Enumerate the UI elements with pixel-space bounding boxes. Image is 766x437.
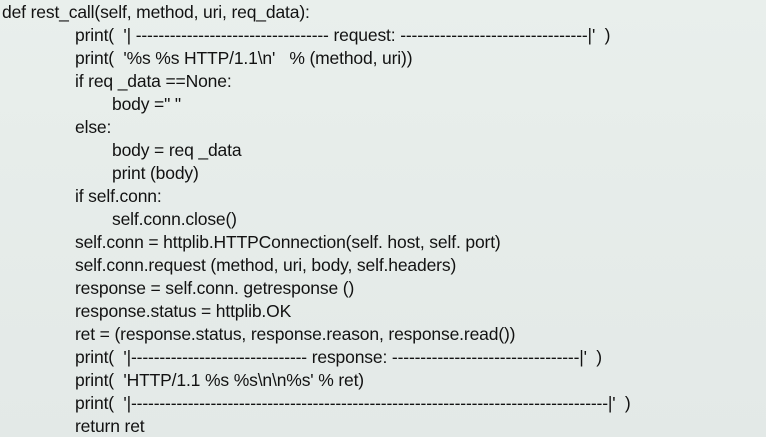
code-line-3: print( '%s %s HTTP/1.1\n' % (method, uri… — [75, 48, 413, 68]
code-line-8: print (body) — [112, 163, 199, 183]
code-line-1: def rest_call(self, method, uri, req_dat… — [2, 2, 310, 22]
code-line-17: print( 'HTTP/1.1 %s %s\n\n%s' % ret) — [75, 370, 364, 390]
code-line-9: if self.conn: — [75, 186, 162, 206]
code-line-16: print( '|-------------------------------… — [75, 347, 602, 367]
code-line-19: return ret — [75, 416, 145, 436]
code-line-7: body = req _data — [112, 140, 242, 160]
code-line-14: response.status = httplib.OK — [75, 301, 292, 321]
code-line-10: self.conn.close() — [112, 209, 237, 229]
code-line-2: print( '| ------------------------------… — [75, 25, 611, 45]
code-line-6: else: — [75, 117, 112, 137]
code-line-15: ret = (response.status, response.reason,… — [75, 324, 516, 344]
code-line-18: print( '|-------------------------------… — [75, 393, 631, 413]
code-line-11: self.conn = httplib.HTTPConnection(self.… — [75, 232, 501, 252]
code-line-5: body =" " — [112, 94, 181, 114]
code-line-13: response = self.conn. getresponse () — [75, 278, 355, 298]
code-line-12: self.conn.request (method, uri, body, se… — [75, 255, 457, 275]
code-line-4: if req _data ==None: — [75, 71, 232, 91]
